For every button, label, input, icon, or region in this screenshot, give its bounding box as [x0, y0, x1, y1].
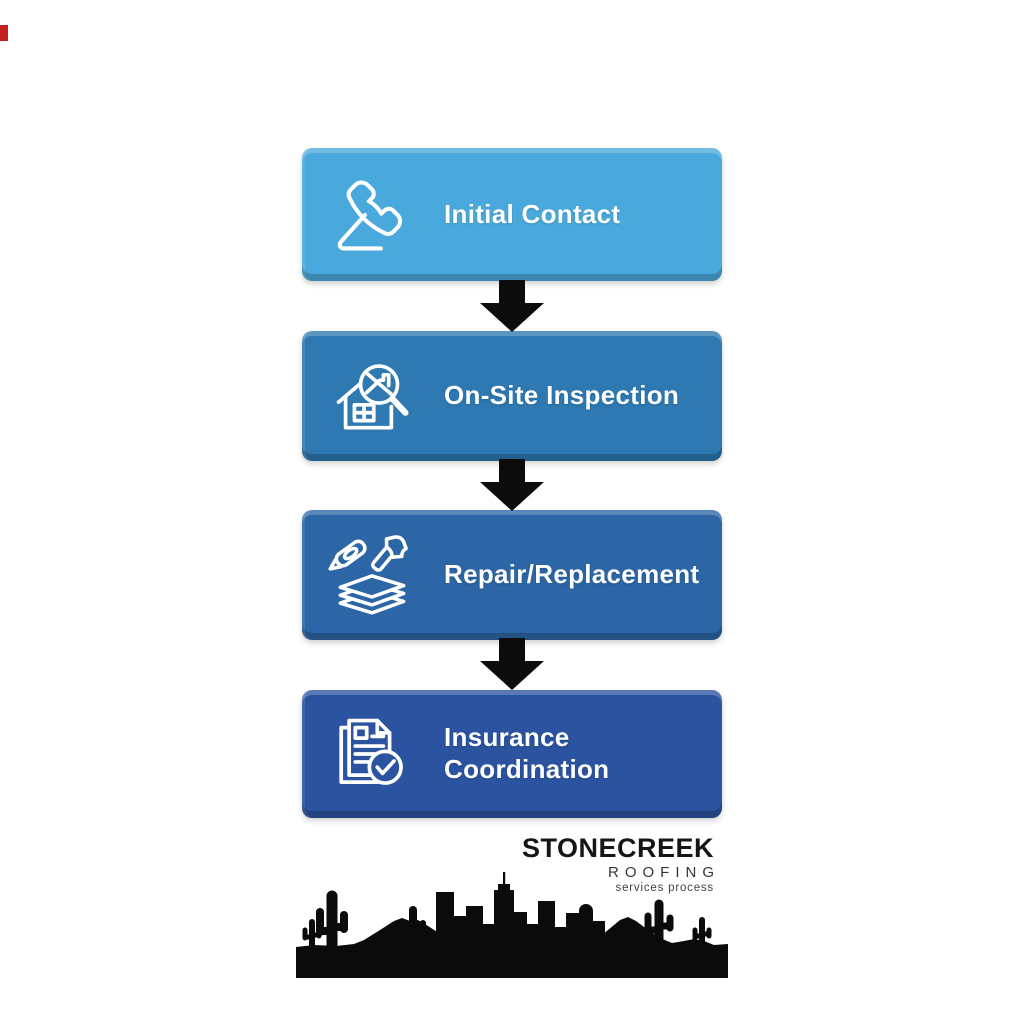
company-logo: STONECREEK ROOFING services process: [521, 833, 714, 895]
step-label: Initial Contact: [444, 198, 621, 229]
roof-inspection-icon: [328, 352, 416, 440]
cactus-left-large: [316, 890, 348, 954]
step-label: Insurance Coordination: [444, 722, 610, 784]
cactus-mid: [400, 906, 426, 948]
step-label: Repair/Replacement: [444, 559, 700, 590]
step-repair-replacement: Repair/Replacement: [302, 510, 722, 640]
down-arrow-icon: [480, 459, 544, 511]
insurance-document-icon: [328, 710, 416, 798]
down-arrow-icon: [480, 638, 544, 690]
cactus-right-small: [692, 917, 712, 950]
roofing-tools-icon: [328, 531, 416, 619]
step-label: On-Site Inspection: [444, 380, 680, 411]
cactus-right-large: [644, 899, 674, 950]
company-name: STONECREEK: [521, 833, 714, 863]
step-on-site-inspection: On-Site Inspection: [302, 331, 722, 461]
company-division: ROOFING: [608, 864, 720, 882]
phone-icon: [328, 171, 416, 259]
desert-city-skyline-silhouette: [296, 870, 728, 978]
company-tagline: services process: [615, 882, 714, 895]
step-initial-contact: Initial Contact: [302, 148, 722, 281]
corner-artifact: [0, 25, 8, 41]
down-arrow-icon: [480, 280, 544, 332]
step-insurance-coordination: Insurance Coordination: [302, 690, 722, 818]
